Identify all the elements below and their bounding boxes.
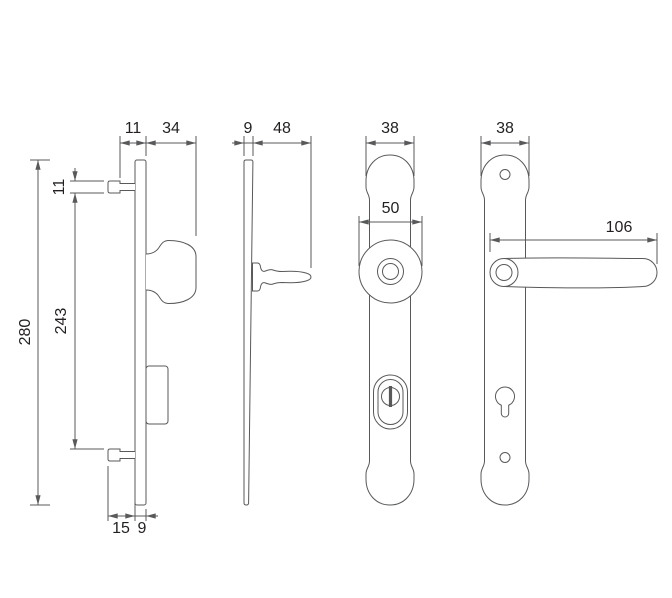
backplate-side-outline <box>243 159 254 506</box>
dim-label-bottom-plate-thickness: 9 <box>138 520 147 537</box>
view-knob-plate-front <box>358 154 423 506</box>
cylinder-screw-slot <box>388 386 393 407</box>
view-lever-plate-front <box>480 154 658 506</box>
dim-label-total-height: 280 <box>17 319 34 346</box>
top-screw-hole <box>499 169 511 180</box>
cylinder-escutcheon-side <box>145 365 169 425</box>
backplate-side-outline <box>134 159 147 506</box>
lever-neck-inner-circle <box>495 264 513 281</box>
security-escutcheon-inner <box>377 379 404 425</box>
lever-neck-outer-circle <box>489 258 519 287</box>
dim-label-knob-plate-width: 38 <box>381 120 399 137</box>
dim-label-lever-plate-thickness: 9 <box>244 120 253 137</box>
dim-label-rose-diameter: 50 <box>382 200 400 217</box>
lever-grip-front <box>504 257 658 289</box>
knob-rose-circle <box>358 239 423 304</box>
drawing-lines <box>30 136 658 521</box>
view-knob-side-profile <box>107 159 197 506</box>
dimension-lines <box>30 136 658 521</box>
knob-neck-inner-circle <box>382 263 399 280</box>
dim-label-lever-length: 106 <box>606 219 633 236</box>
dim-label-bottom-lug-length: 15 <box>112 520 130 537</box>
knob-profile <box>145 239 197 305</box>
euro-cylinder-hole <box>495 386 515 418</box>
top-fixing-lug <box>107 180 135 194</box>
lever-handle-profile <box>252 262 312 292</box>
bottom-screw-hole <box>499 452 511 463</box>
dim-label-knob-projection: 34 <box>162 120 180 137</box>
dim-label-top-lug-height: 11 <box>51 179 68 196</box>
dim-label-lever-plate-width: 38 <box>496 120 514 137</box>
dim-label-lug-distance: 243 <box>53 308 70 335</box>
bottom-fixing-lug <box>107 448 135 462</box>
dim-label-knob-view-offset: 11 <box>125 120 142 137</box>
knob-neck-outer-circle <box>377 258 404 285</box>
dimension-labels: 11 34 9 48 38 38 280 11 243 15 9 50 106 <box>17 120 632 537</box>
dim-label-lever-projection: 48 <box>273 120 291 137</box>
view-lever-side-profile <box>243 159 312 506</box>
